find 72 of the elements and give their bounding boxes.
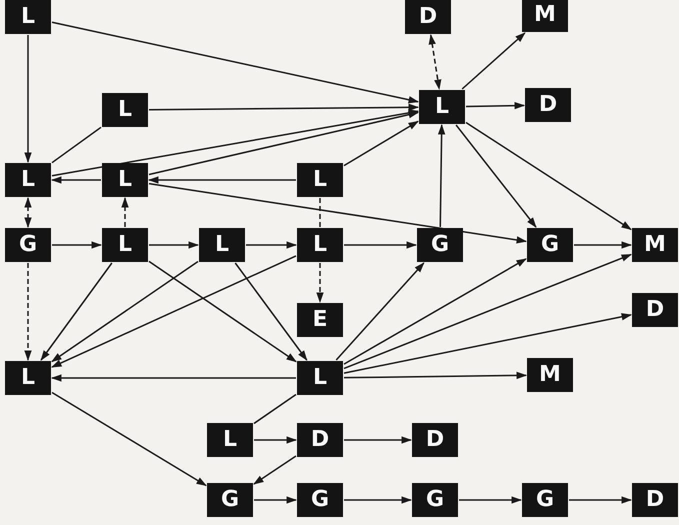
arrow [246,241,298,249]
arrow [456,124,537,228]
arrow [254,436,298,444]
arrow [148,260,297,362]
arrow [316,263,324,304]
letter-box: L [207,423,253,457]
arrow [466,122,632,230]
arrow [50,374,296,382]
arrow [52,392,207,486]
arrow [148,111,420,176]
letter-box: G [417,228,463,262]
letter-box: L [102,93,148,127]
letter-box: G [5,228,51,262]
letter-box: L [297,163,343,197]
arrow [52,109,420,176]
letter-box: M [522,0,568,32]
letter-box: L [102,163,148,197]
letter-box: L [5,361,51,395]
arrow [254,496,298,504]
letter-box: E [297,303,343,337]
letter-box: G [297,483,343,517]
letter-box: D [632,293,678,327]
letter-box: L [297,228,343,262]
arrow [148,182,528,244]
letter-box: D [405,0,451,34]
arrow [344,496,412,504]
letter-box: G [522,483,568,517]
arrow [344,313,632,374]
arrow [466,102,526,110]
letter-box: L [297,361,343,395]
arrow [344,372,528,380]
letter-box: L [5,0,51,34]
arrow [344,436,412,444]
arrow [148,176,296,184]
arrow [253,455,296,485]
letter-box: L [419,90,465,124]
arrow [51,255,296,368]
letter-box: L [199,228,245,262]
letter-box: M [527,358,573,392]
arrow [24,35,32,164]
arrow [149,104,420,111]
arrow [24,196,32,228]
letter-box: D [412,423,458,457]
letter-box: L [5,163,51,197]
arrow [344,254,632,370]
letter-box: G [527,228,573,262]
arrow [428,34,442,90]
arrow [50,176,101,184]
arrow [344,120,419,166]
arrow [462,32,526,90]
letter-box: G [207,483,253,517]
arrow [438,124,446,228]
arrow [574,241,632,249]
letter-box: D [297,423,343,457]
arrow [234,262,308,361]
letter-box: G [412,483,458,517]
arrow [52,21,420,104]
arrow [24,263,32,362]
arrow [149,241,200,249]
arrow [569,496,632,504]
arrow [336,262,424,360]
arrow [52,241,102,249]
arrow [51,260,198,362]
arrow [121,196,129,227]
letter-box: D [632,483,678,517]
arrow [344,258,527,365]
letter-box: D [525,88,571,122]
letter-box: L [102,228,148,262]
letter-box: M [632,228,678,262]
arrow [344,241,418,249]
arrow [459,496,522,504]
arrow [40,262,112,361]
